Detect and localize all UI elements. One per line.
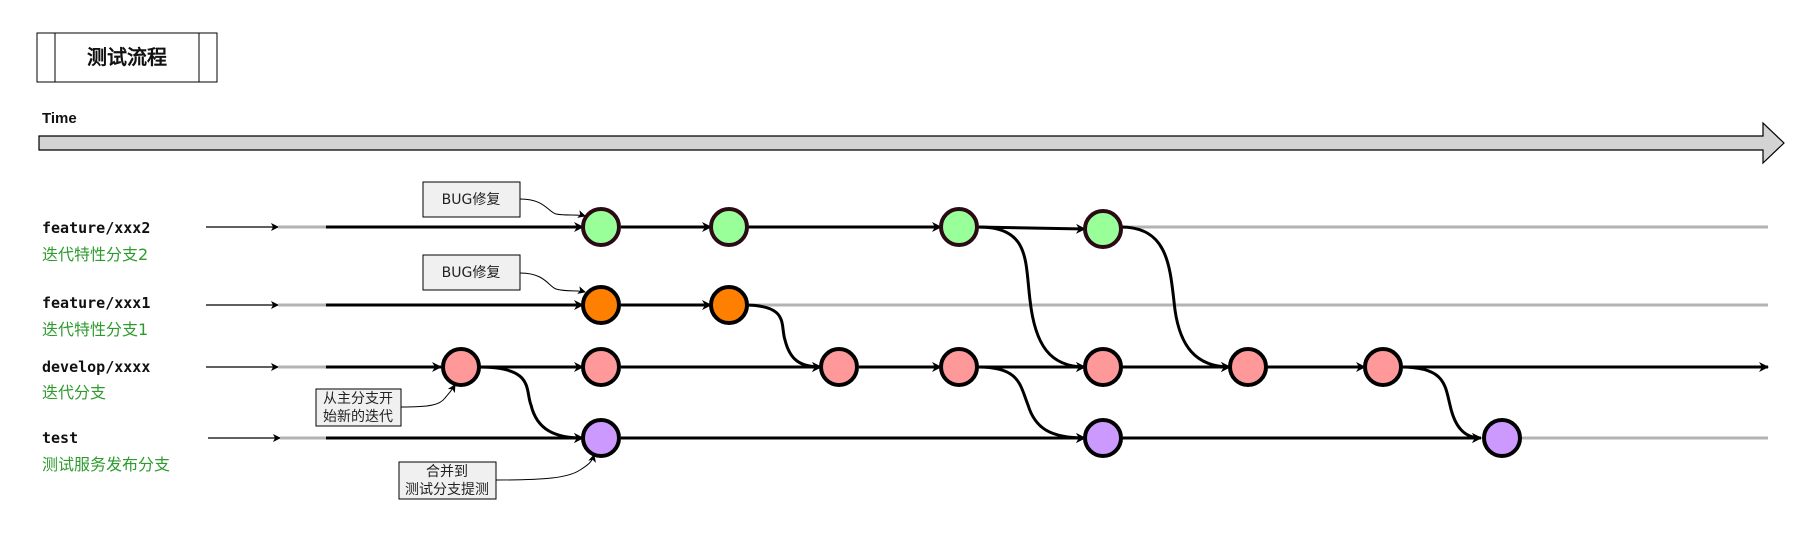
note-new-iteration: 从主分支开 始新的迭代: [315, 384, 456, 427]
branch-labels: feature/xxx2 迭代特性分支2 feature/xxx1 迭代特性分支…: [42, 219, 170, 474]
branch-desc-test: 测试服务发布分支: [42, 455, 170, 474]
note-text: 合并到: [426, 464, 468, 480]
branch-label-develop: develop/xxxx: [42, 358, 150, 376]
branch-desc-feature-xxx1: 迭代特性分支1: [42, 320, 148, 339]
commit-node: [1083, 418, 1123, 458]
note-merge-to-test: 合并到 测试分支提测: [398, 454, 596, 500]
commit-node: [709, 207, 749, 247]
commit-node: [581, 207, 621, 247]
commits-feature-xxx1: [581, 285, 749, 325]
commit-node: [581, 418, 621, 458]
note-text: BUG修复: [442, 191, 501, 208]
commit-node: [939, 207, 979, 247]
commit-node: [581, 347, 621, 387]
note-bugfix-feature-xxx1: BUG修复: [422, 254, 586, 294]
branch-start-stubs: [206, 223, 326, 442]
branch-lines: [326, 222, 1769, 443]
commit-node: [441, 347, 481, 387]
commit-node: [939, 347, 979, 387]
commit-node: [709, 285, 749, 325]
title-box: 测试流程: [36, 32, 218, 83]
merge-curves: [478, 225, 1482, 443]
commit-node: [1083, 347, 1123, 387]
note-bugfix-feature-xxx2: BUG修复: [422, 181, 586, 218]
time-label: Time: [42, 110, 77, 127]
commit-node: [581, 285, 621, 325]
commits-develop: [441, 347, 1403, 387]
commits-test: [581, 418, 1522, 458]
commit-node: [819, 347, 859, 387]
commit-node: [1363, 347, 1403, 387]
note-text: 从主分支开: [323, 391, 393, 407]
branch-label-feature-xxx2: feature/xxx2: [42, 219, 150, 237]
note-text: BUG修复: [442, 264, 501, 281]
commit-node: [1083, 209, 1123, 249]
note-text: 始新的迭代: [323, 409, 393, 425]
note-text: 测试分支提测: [405, 482, 489, 498]
commits-feature-xxx2: [581, 207, 1123, 249]
inactive-lines: [746, 225, 1768, 440]
page-title: 测试流程: [87, 45, 167, 69]
branch-desc-develop: 迭代分支: [42, 383, 106, 402]
branch-desc-feature-xxx2: 迭代特性分支2: [42, 245, 148, 264]
time-arrow: [38, 121, 1785, 165]
commit-node: [1228, 347, 1268, 387]
branch-label-feature-xxx1: feature/xxx1: [42, 294, 150, 312]
branch-label-test: test: [42, 429, 78, 447]
commit-node: [1482, 418, 1522, 458]
